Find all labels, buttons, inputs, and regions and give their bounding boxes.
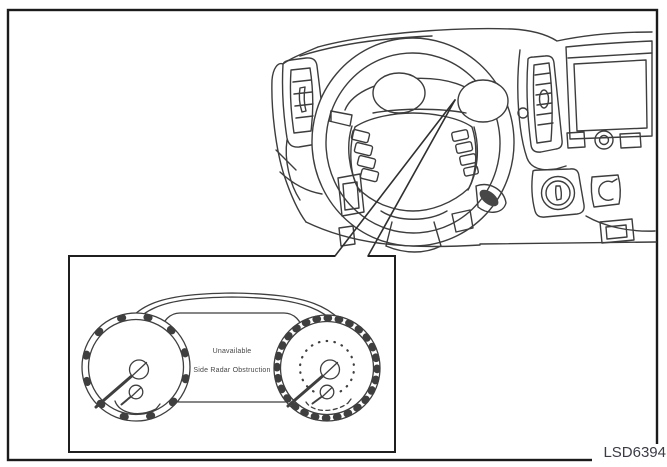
steering-wheel <box>311 37 515 253</box>
tachometer-tick-marks <box>273 314 381 422</box>
center-air-vent-icon <box>517 49 567 171</box>
dash-left-body <box>271 62 323 223</box>
lower-left-control-stack <box>337 173 365 247</box>
tachometer-needle <box>286 372 327 408</box>
steering-wheel-left-buttons <box>348 125 380 193</box>
dash-top-edge <box>282 27 653 65</box>
ignition-switch-icon <box>531 168 635 244</box>
turn-signal-stalk-icon <box>328 110 353 127</box>
steering-wheel-right-buttons <box>451 126 480 191</box>
instrument-cluster-behind-wheel <box>344 72 509 123</box>
speedometer-tick-marks <box>81 312 191 422</box>
instrument-cluster-closeup <box>81 292 381 422</box>
tachometer-subdial-arc <box>305 401 349 412</box>
speedometer-gauge <box>81 312 191 422</box>
dash-bottom-edge <box>305 215 657 248</box>
tachometer-gauge <box>273 314 381 422</box>
infotainment-screen-icon <box>565 40 653 150</box>
inset-frame <box>68 255 396 453</box>
steering-column <box>380 209 474 253</box>
paddle-shifter-icon <box>475 184 507 213</box>
callout-pointer-line <box>334 99 456 257</box>
cluster-message-line2: Side Radar Obstruction <box>193 367 271 374</box>
speedometer-subdial-arc <box>114 400 157 415</box>
dashboard-line-drawing <box>271 27 657 248</box>
steering-wheel-center-pad <box>350 112 477 212</box>
cluster-message-line1: Unavailable <box>212 348 252 355</box>
speedometer-needle <box>94 372 136 409</box>
figure-code-label: LSD6394 <box>592 444 666 463</box>
figure-border <box>6 8 659 462</box>
tachometer-dot-scale <box>298 340 356 393</box>
